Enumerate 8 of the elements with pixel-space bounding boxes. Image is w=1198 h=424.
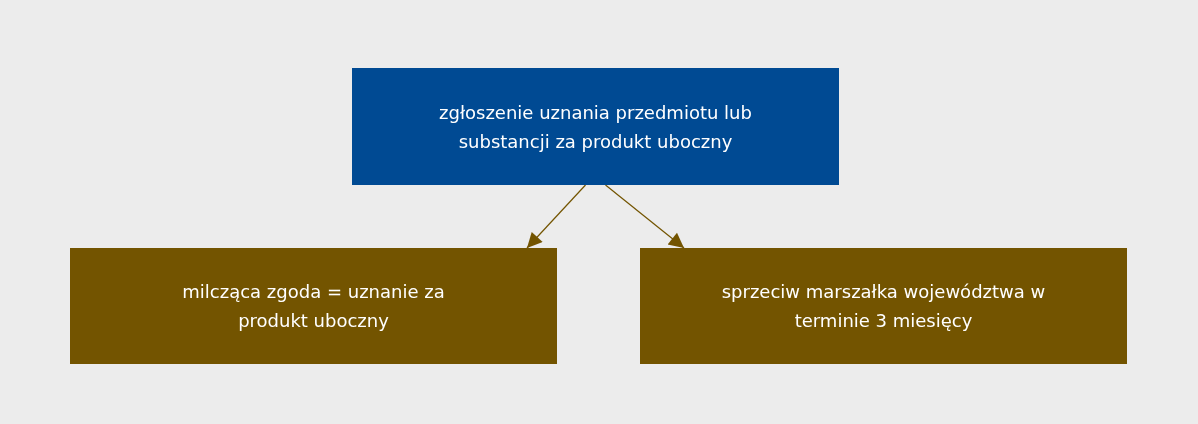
arrow: [526, 184, 587, 249]
process-box: [352, 68, 839, 185]
box-text: zgłoszenie uznania przedmiotu lub substancji za produkt uboczny: [438, 100, 753, 154]
box-text: milcząca zgoda = uznanie za produkt uboczny: [182, 280, 445, 333]
box-text: sprzeciw marszałka województwa w terminie 3 miesięcy: [720, 280, 1047, 333]
arrow: [604, 184, 685, 249]
process-box: [640, 248, 1127, 364]
process-box: [70, 248, 557, 364]
